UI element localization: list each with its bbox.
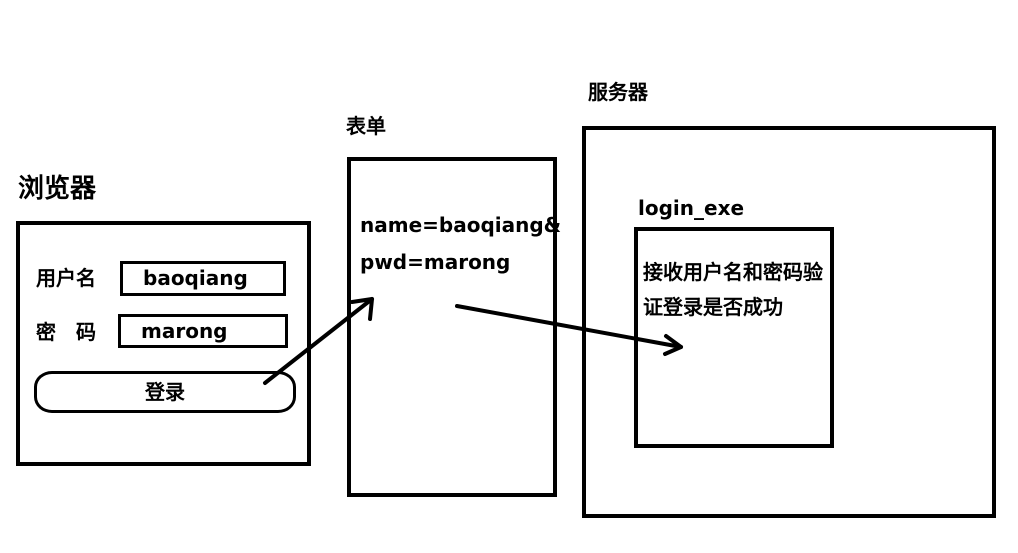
browser-title: 浏览器	[18, 174, 97, 204]
password-field[interactable]: marong	[118, 314, 288, 348]
username-label: 用户名	[36, 266, 96, 290]
handler-line-2: 证登录是否成功	[643, 295, 783, 319]
server-title: 服务器	[588, 80, 648, 104]
login-button[interactable]: 登录	[34, 371, 296, 413]
username-field[interactable]: baoqiang	[120, 261, 286, 296]
handler-title: login_exe	[638, 196, 745, 220]
form-title: 表单	[346, 114, 386, 138]
password-label: 密 码	[36, 320, 96, 344]
form-line-2: pwd=marong	[360, 250, 511, 274]
handler-line-1: 接收用户名和密码验	[643, 260, 823, 284]
form-line-1: name=baoqiang&	[360, 213, 562, 237]
form-box	[347, 157, 557, 497]
